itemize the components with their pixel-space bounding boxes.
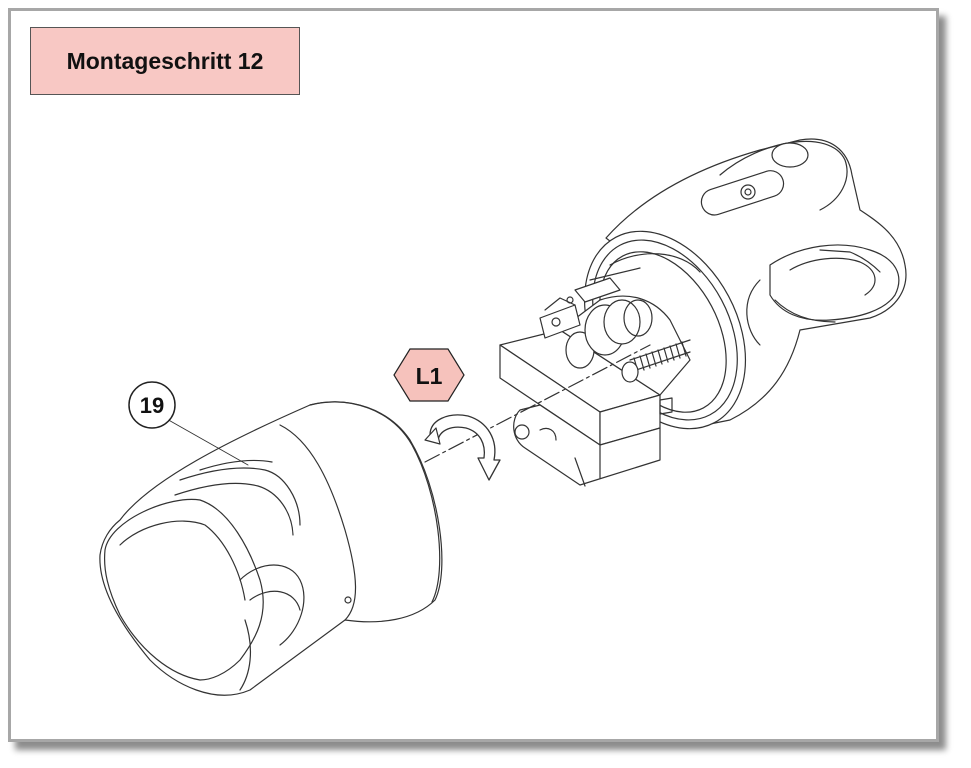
spring <box>621 339 691 383</box>
mechanism-block <box>499 253 701 487</box>
step-title: Montageschritt 12 <box>30 27 300 95</box>
callout-19-leader <box>164 417 249 466</box>
tool-label: L1 <box>416 363 443 389</box>
assembly-axis <box>424 344 651 463</box>
rotation-arrow-icon <box>424 414 501 481</box>
part-callout-19: 19 <box>128 381 176 429</box>
tool-callout-l1: L1 <box>393 348 465 402</box>
part-number-label: 19 <box>140 393 164 418</box>
cover-sleeve <box>99 401 443 696</box>
